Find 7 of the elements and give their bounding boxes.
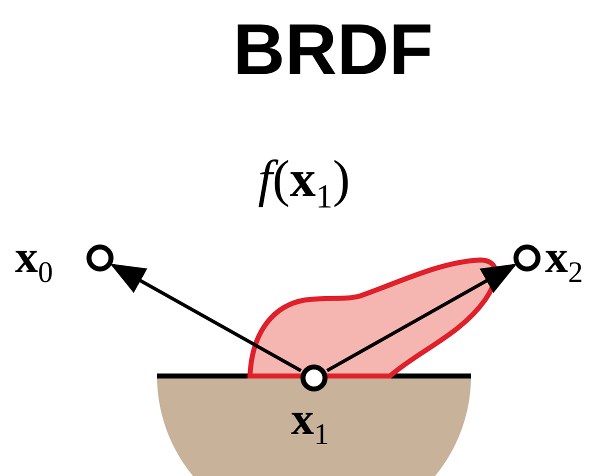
point-label: x$_{2}$ <box>545 232 583 292</box>
arrow <box>326 264 517 372</box>
point-label: x$_{1}$ <box>291 394 329 454</box>
title: BRDF <box>232 10 434 90</box>
formula: f(x$_{1}$) <box>258 150 350 218</box>
point-label: x$_{0}$ <box>15 232 53 292</box>
arrow <box>110 264 302 372</box>
